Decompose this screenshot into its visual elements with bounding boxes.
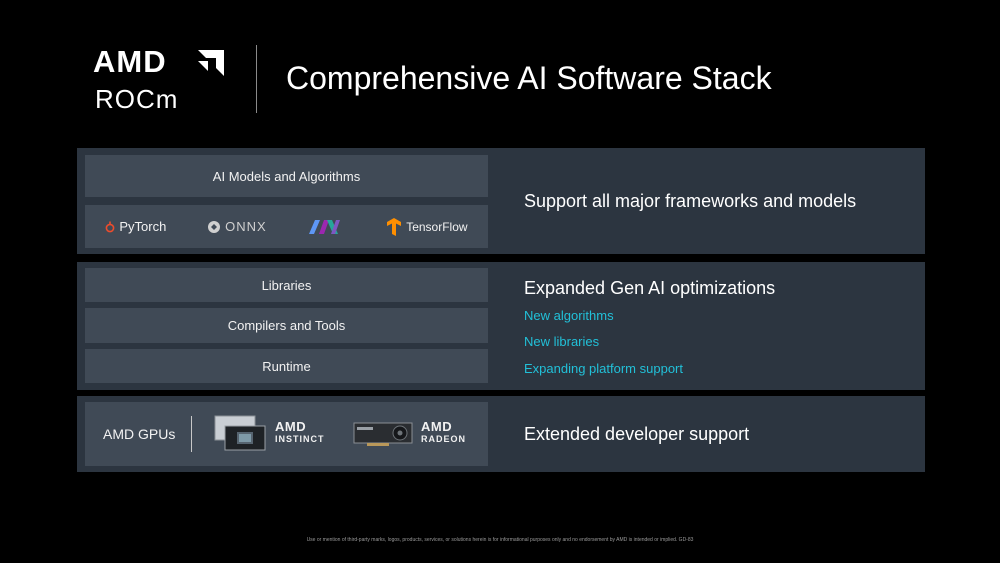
genai-item-libraries: New libraries: [524, 334, 600, 349]
radeon-amd-label: AMD: [421, 419, 453, 434]
genai-heading: Expanded Gen AI optimizations: [524, 278, 776, 298]
page-title: Comprehensive AI Software Stack: [286, 60, 772, 96]
jax-icon: [309, 219, 341, 234]
frameworks-heading: Support all major frameworks and models: [524, 191, 857, 211]
gpus-label: AMD GPUs: [103, 426, 176, 442]
amd-wordmark: AMD: [93, 44, 167, 79]
amd-arrow-icon: [198, 50, 224, 76]
compilers-label: Compilers and Tools: [227, 318, 346, 333]
radeon-gpu-icon: [353, 422, 413, 446]
radeon-brand: AMD RADEON: [421, 420, 466, 445]
rocm-wordmark: ROCm: [95, 84, 179, 114]
compilers-cell: Compilers and Tools: [85, 308, 488, 343]
runtime-label: Runtime: [262, 358, 311, 374]
tensorflow-label: TensorFlow: [406, 219, 468, 234]
libraries-cell: Libraries: [85, 268, 488, 302]
onnx-logo: ONNX: [207, 219, 267, 234]
disclaimer: Use or mention of third-party marks, log…: [306, 537, 694, 543]
onnx-label: ONNX: [225, 219, 267, 234]
gpus-divider: [191, 416, 192, 452]
genai-item-algorithms: New algorithms: [524, 308, 614, 323]
jax-logo: [307, 218, 345, 236]
instinct-gpu-icon: [214, 415, 266, 451]
gpus-band: AMD GPUs AMD INSTINCT AMD RADEON Extende…: [77, 396, 925, 472]
gpus-cell: AMD GPUs AMD INSTINCT AMD RADEON: [85, 402, 488, 466]
tensorflow-icon: [387, 217, 402, 236]
ai-models-cell: AI Models and Algorithms: [85, 155, 488, 197]
pytorch-icon: [105, 221, 115, 232]
pytorch-logo: PyTorch: [105, 219, 166, 234]
ai-models-label: AI Models and Algorithms: [212, 168, 361, 184]
libraries-label: Libraries: [261, 277, 312, 293]
instinct-brand: AMD INSTINCT: [275, 420, 325, 445]
instinct-line-label: INSTINCT: [275, 434, 325, 444]
title-divider: [256, 45, 257, 113]
developer-heading: Extended developer support: [524, 424, 750, 444]
framework-logos-cell: PyTorch ONNX TensorFlow: [85, 205, 488, 248]
frameworks-band: AI Models and Algorithms PyTorch ONNX: [77, 148, 925, 254]
pytorch-label: PyTorch: [119, 219, 167, 234]
instinct-amd-label: AMD: [275, 419, 307, 434]
genai-item-platform: Expanding platform support: [524, 361, 683, 376]
radeon-line-label: RADEON: [421, 434, 467, 444]
amd-rocm-logo: AMD ROCm: [93, 44, 233, 116]
runtime-cell: Runtime: [85, 349, 488, 383]
tensorflow-logo: TensorFlow: [386, 217, 468, 236]
genai-band: Libraries Compilers and Tools Runtime Ex…: [77, 262, 925, 390]
onnx-icon: [208, 220, 221, 233]
